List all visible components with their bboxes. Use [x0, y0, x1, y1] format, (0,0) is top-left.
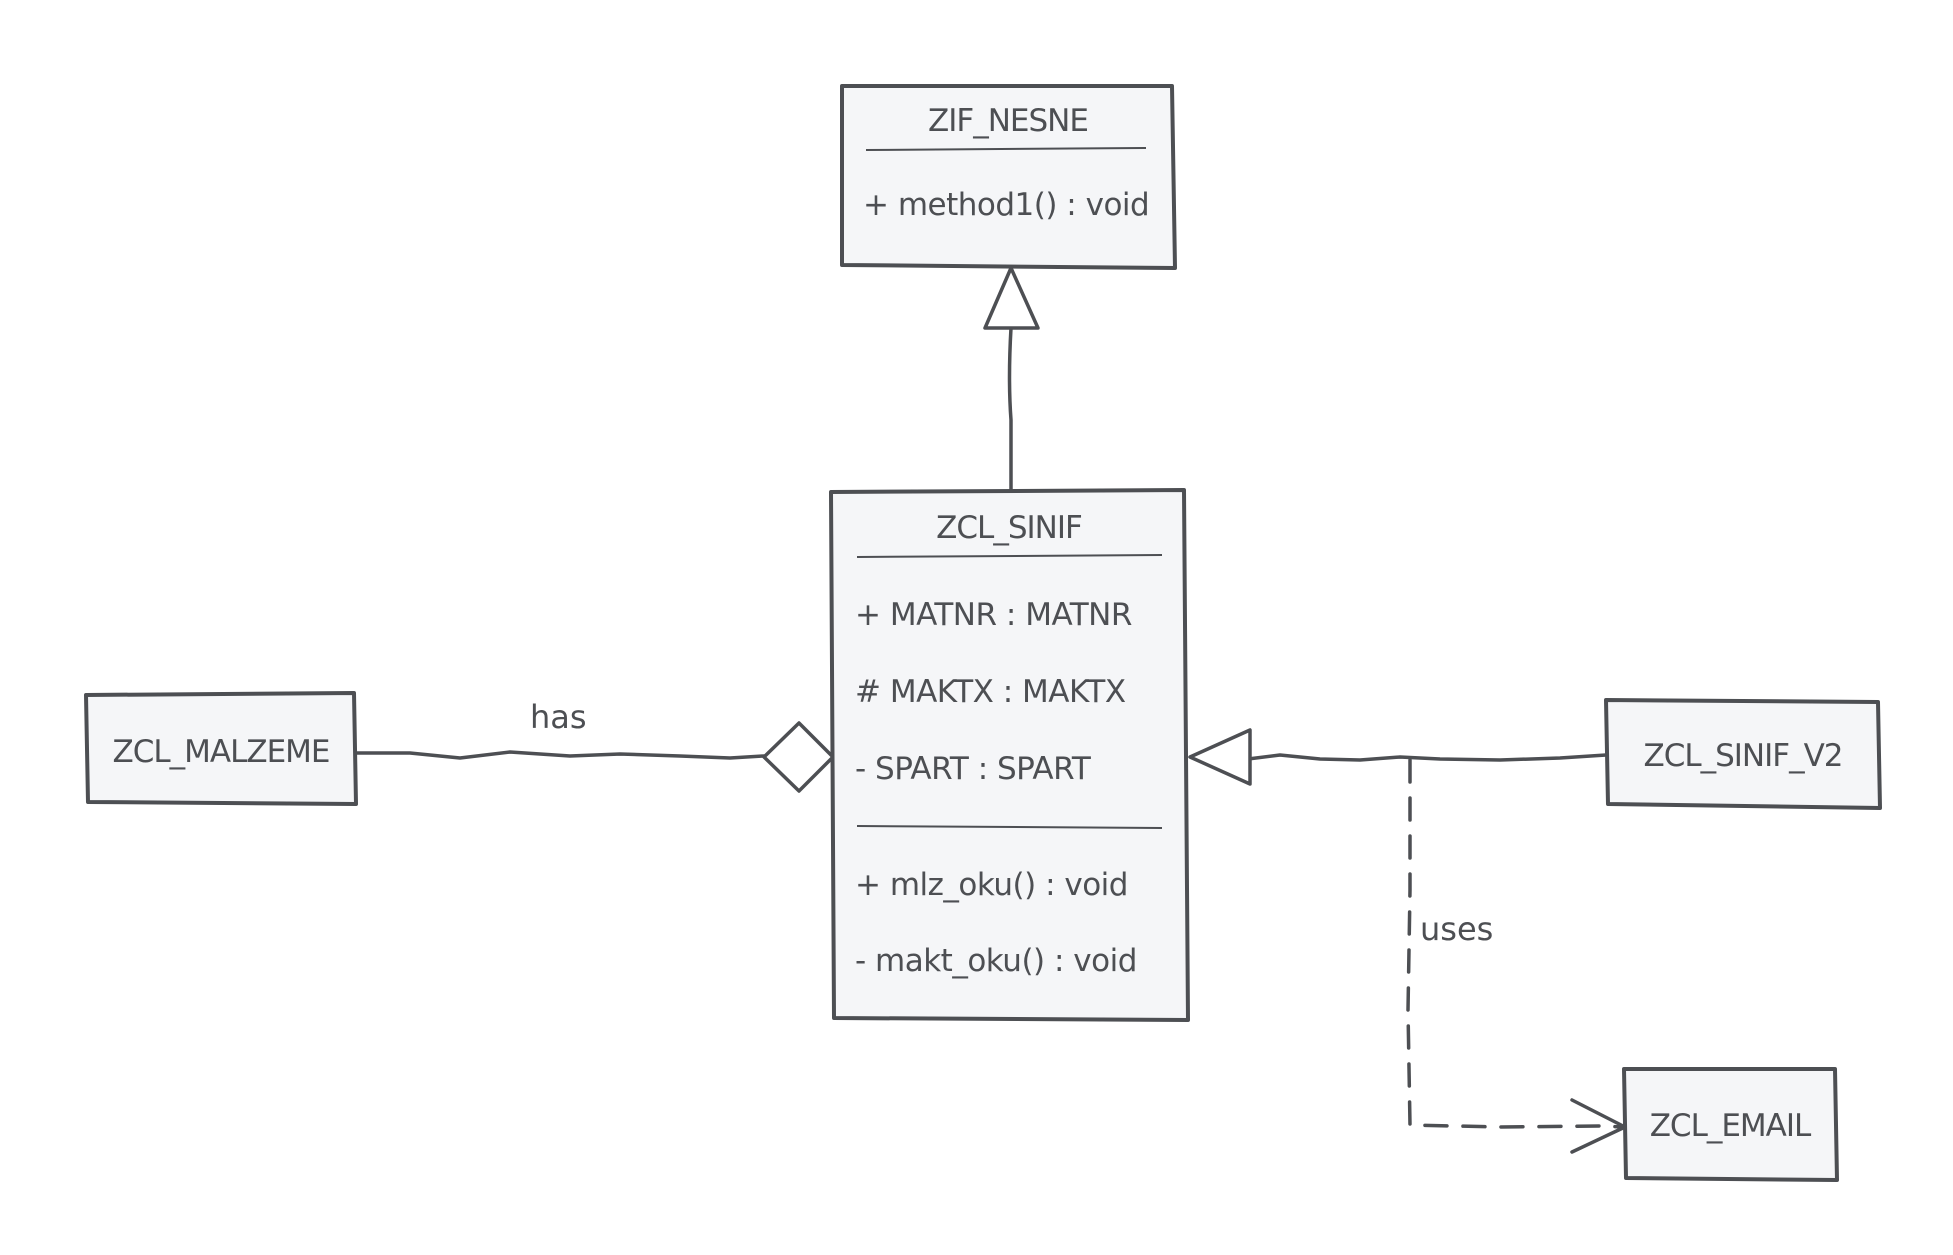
attribute-zcl-sinif-3: - SPART : SPART	[855, 751, 1092, 787]
class-zcl-malzeme[interactable]: ZCL_MALZEME	[84, 691, 358, 806]
attribute-zcl-sinif-1: + MATNR : MATNR	[855, 597, 1132, 633]
method-zcl-sinif-1: + mlz_oku() : void	[855, 867, 1128, 903]
class-divider-zcl-sinif-1	[856, 554, 1163, 558]
inheritance-edge-sinifv2-to-sinif	[1238, 753, 1608, 762]
attribute-zcl-sinif-2: # MAKTX : MAKTX	[855, 674, 1126, 710]
method-zcl-sinif-2: - makt_oku() : void	[855, 943, 1137, 979]
class-divider-zif-nesne	[865, 147, 1147, 151]
class-zif-nesne[interactable]: ZIF_NESNE + method1() : void	[840, 84, 1177, 270]
relation-label-uses: uses	[1420, 910, 1493, 948]
class-box-zcl-sinif-v2	[1604, 698, 1882, 810]
class-box-zcl-email	[1622, 1067, 1839, 1182]
inheritance-edge-sinif-to-nesne	[1007, 326, 1013, 492]
class-title-zcl-email: ZCL_EMAIL	[1650, 1108, 1812, 1144]
class-title-zcl-sinif: ZCL_SINIF	[936, 510, 1082, 546]
class-zcl-sinif-v2[interactable]: ZCL_SINIF_V2	[1604, 698, 1882, 810]
aggregation-edge-malzeme-to-sinif	[354, 750, 766, 760]
class-title-zcl-sinif-v2: ZCL_SINIF_V2	[1643, 738, 1842, 774]
class-box-zif-nesne	[840, 84, 1177, 270]
class-title-zif-nesne: ZIF_NESNE	[928, 103, 1088, 139]
class-zcl-sinif[interactable]: ZCL_SINIF + MATNR : MATNR # MAKTX : MAKT…	[829, 488, 1190, 1022]
dependency-edge-uses	[1406, 758, 1626, 1129]
inheritance-arrowhead-nesne	[983, 266, 1040, 330]
class-box-zcl-sinif	[829, 488, 1190, 1022]
aggregation-diamond	[762, 721, 835, 793]
class-title-zcl-malzeme: ZCL_MALZEME	[112, 734, 329, 770]
class-divider-zcl-sinif-2	[856, 825, 1163, 829]
class-box-zcl-malzeme	[84, 691, 358, 806]
class-zcl-email[interactable]: ZCL_EMAIL	[1622, 1067, 1839, 1182]
inheritance-arrowhead-sinif	[1188, 728, 1252, 786]
relation-label-has: has	[530, 698, 587, 736]
method-zif-nesne-1: + method1() : void	[863, 187, 1149, 223]
